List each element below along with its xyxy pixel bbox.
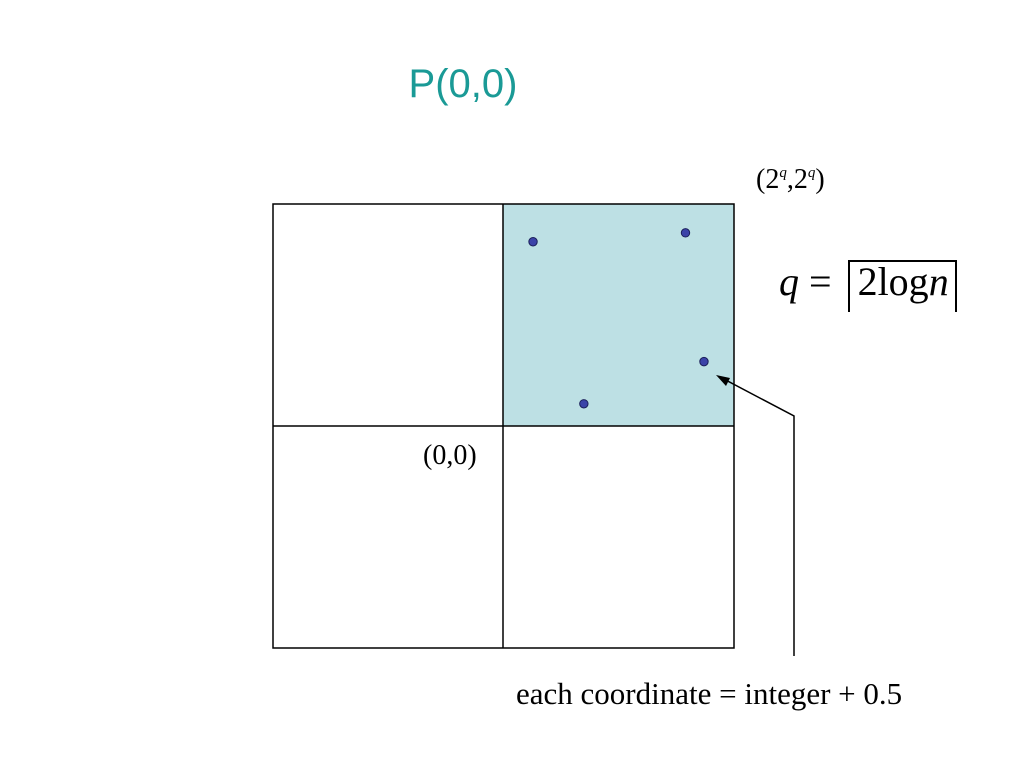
point-3 [699,356,709,367]
corner-coordinate-label: (2q,2q) [756,164,825,196]
slide-title: P(0,0) [408,62,518,106]
point-2 [680,228,691,238]
coordinate-note: each coordinate = integer + 0.5 [516,676,903,711]
origin-label: (0,0) [423,440,477,471]
q-formula: q = 2logn [779,258,957,312]
pointer-arrow-line [719,376,795,656]
formula-equals: = [799,259,842,304]
corner-mid: ,2 [786,164,808,195]
point-1 [528,237,538,247]
corner-open: (2 [756,164,780,195]
formula-lhs: q [779,259,799,304]
pointer-arrow-head [716,375,730,386]
highlighted-quadrant [503,204,734,426]
point-4 [579,399,589,409]
ceiling-bracket: 2logn [847,259,957,312]
formula-body-num: 2log [857,259,929,304]
corner-exp-2: q [807,165,816,181]
formula-body-var: n [928,259,949,304]
corner-close: ) [815,164,825,195]
corner-exp-1: q [779,165,787,181]
points-layer [528,228,709,409]
